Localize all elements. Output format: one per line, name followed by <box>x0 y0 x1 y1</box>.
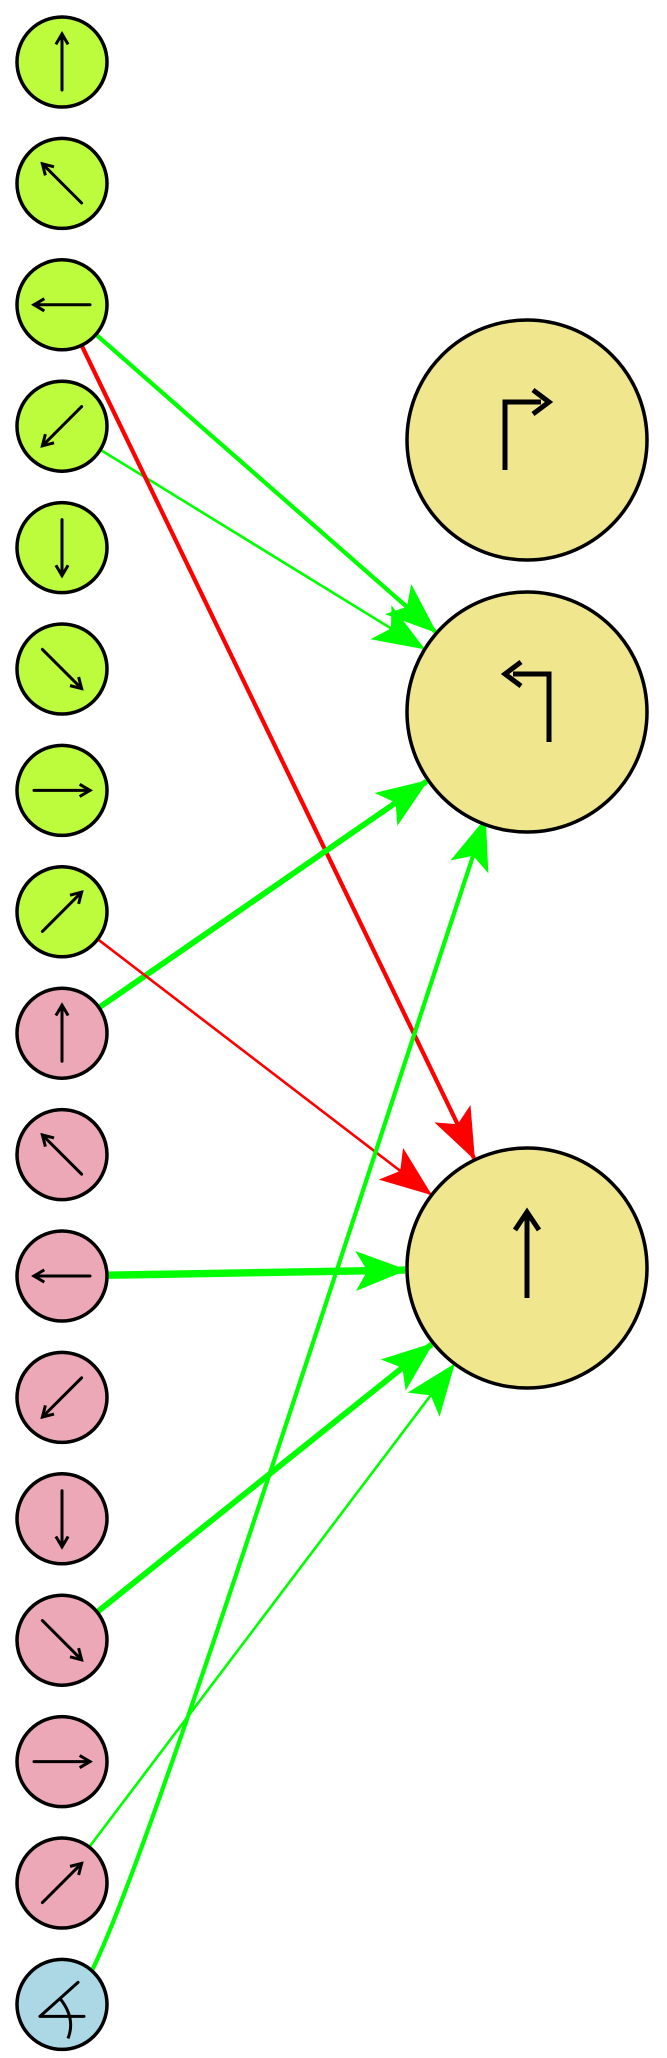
arrow-left-icon <box>31 1268 92 1284</box>
output-node-o2 <box>405 1146 649 1390</box>
output-node-circle <box>405 590 649 834</box>
input-node-g5 <box>15 622 109 716</box>
edge-p2-to-o2 <box>106 1250 408 1291</box>
arrow-down-right-icon <box>40 1619 84 1662</box>
input-node-g4 <box>15 500 109 595</box>
angle-icon <box>38 1980 86 2039</box>
straight-ahead-icon <box>512 1207 542 1298</box>
input-node-p7 <box>15 1836 109 1930</box>
arrow-up-left-icon <box>40 161 84 205</box>
arrow-down-icon <box>54 518 70 579</box>
arrow-right-icon <box>32 783 93 798</box>
input-node-g6 <box>15 743 109 838</box>
arrow-down-right-icon <box>40 647 84 691</box>
arrow-right-icon <box>32 1754 93 1770</box>
arrow-down-left-icon <box>40 405 84 448</box>
input-node-p3 <box>15 1350 109 1445</box>
arrow-left-icon <box>31 297 92 313</box>
nodes-layer <box>15 15 649 2052</box>
input-node-p5 <box>15 1593 109 1687</box>
output-node-o1 <box>405 590 649 834</box>
edge-p7-to-o2 <box>88 1363 455 1848</box>
input-node-b0 <box>15 1957 109 2052</box>
input-node-g2 <box>15 258 109 352</box>
output-node-o0 <box>405 318 649 562</box>
edge-p0-to-o1 <box>97 778 429 1011</box>
edge-p5-to-o2 <box>95 1341 434 1615</box>
input-node-p4 <box>15 1472 109 1566</box>
edge-g2-to-o2 <box>79 344 476 1161</box>
arrow-up-icon <box>54 31 70 92</box>
input-node-circle <box>15 1957 109 2052</box>
arrow-up-left-icon <box>40 1132 84 1176</box>
input-node-g1 <box>15 136 109 231</box>
input-node-g0 <box>15 15 109 109</box>
input-node-p2 <box>15 1229 109 1323</box>
input-node-p0 <box>15 986 109 1080</box>
turn-left-icon <box>500 660 552 742</box>
input-node-g7 <box>15 865 109 959</box>
edge-g2-to-o1 <box>94 332 437 634</box>
edge-g7-to-o2 <box>96 938 433 1196</box>
arrow-down-icon <box>54 1489 70 1550</box>
arrow-up-right-icon <box>40 1861 84 1905</box>
turn-right-icon <box>502 388 554 470</box>
output-node-circle <box>405 318 649 562</box>
input-node-p1 <box>15 1107 109 1202</box>
arrow-up-icon <box>54 1002 70 1063</box>
edges-layer <box>79 332 489 1972</box>
input-node-p6 <box>15 1714 109 1809</box>
edge-g3-to-o1 <box>99 448 426 650</box>
arrow-up-right-icon <box>40 890 84 933</box>
input-node-g3 <box>15 379 109 473</box>
arrow-down-left-icon <box>40 1376 84 1420</box>
edge-b0-to-o1 <box>90 817 489 1972</box>
